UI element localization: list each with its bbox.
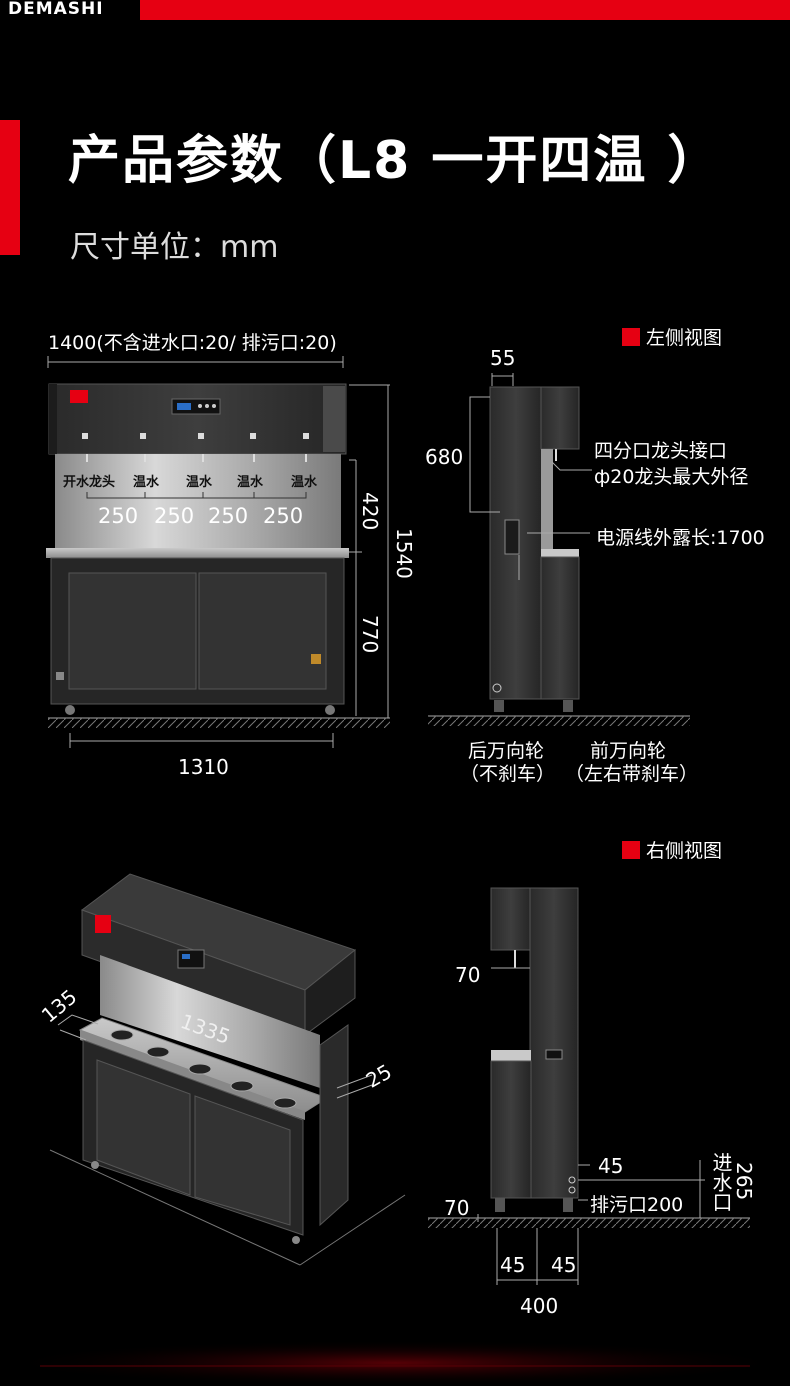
dim-55: 55 (490, 346, 516, 370)
right-view-drawing (428, 887, 750, 1285)
legend-red-square-2 (622, 841, 640, 859)
inlet-label: 进水口 (709, 1152, 733, 1212)
dim-45-left: 45 (500, 1253, 526, 1277)
tap-label-3: 温水 (186, 475, 213, 490)
title-accent-bar (0, 120, 20, 255)
left-view-legend: 左侧视图 (622, 323, 722, 350)
left-view-drawing (428, 373, 690, 726)
tap-label-4: 温水 (237, 475, 264, 490)
bottom-glow (0, 1340, 790, 1386)
dim-400: 400 (520, 1294, 559, 1318)
page-title: 产品参数（L8 一开四温 ） (68, 131, 722, 191)
dim-70-top: 70 (455, 963, 481, 987)
rear-wheel-note: （不刹车） (460, 763, 556, 785)
dim-265: 265 (732, 1162, 756, 1201)
dim-45-mid: 45 (551, 1253, 577, 1277)
rear-wheel-label: 后万向轮 (468, 740, 545, 762)
right-view-legend-text: 右侧视图 (646, 840, 723, 862)
dim-1540: 1540 (392, 528, 416, 579)
front-wheel-label: 前万向轮 (590, 740, 667, 762)
faucet-diameter-label: ф20龙头最大外径 (594, 466, 749, 488)
cable-length-label: 电源线外露长:1700 (596, 527, 765, 549)
header-bar (0, 0, 790, 20)
dim-45-right: 45 (598, 1154, 624, 1178)
dim-680: 680 (425, 445, 464, 469)
front-width-label: 1400(不含进水口:20/ 排污口:20) (48, 332, 337, 354)
tap-spacing-4: 250 (263, 504, 304, 528)
dim-770: 770 (358, 615, 382, 654)
brand-block (0, 0, 140, 20)
legend-red-square (622, 328, 640, 346)
tap-spacing-1: 250 (98, 504, 139, 528)
front-wheel-note: （左右带刹车） (565, 763, 699, 785)
perspective-drawing (49, 873, 406, 1266)
brand-logo: DEMASHI (8, 0, 104, 19)
dim-70-bottom: 70 (444, 1196, 470, 1220)
dim-420: 420 (358, 492, 382, 531)
dim-1310: 1310 (178, 755, 229, 779)
tap-label-2: 温水 (133, 475, 160, 490)
faucet-connector-label: 四分口龙头接口 (594, 440, 728, 462)
right-view-legend: 右侧视图 (622, 836, 722, 863)
drain-label: 排污口200 (590, 1194, 684, 1216)
tap-label-5: 温水 (291, 475, 318, 490)
tap-label-1: 开水龙头 (63, 475, 116, 490)
front-view-drawing (46, 356, 390, 748)
unit-label: 尺寸单位：mm (70, 230, 279, 265)
left-view-legend-text: 左侧视图 (646, 327, 723, 349)
tap-spacing-2: 250 (154, 504, 195, 528)
tap-spacing-3: 250 (208, 504, 249, 528)
